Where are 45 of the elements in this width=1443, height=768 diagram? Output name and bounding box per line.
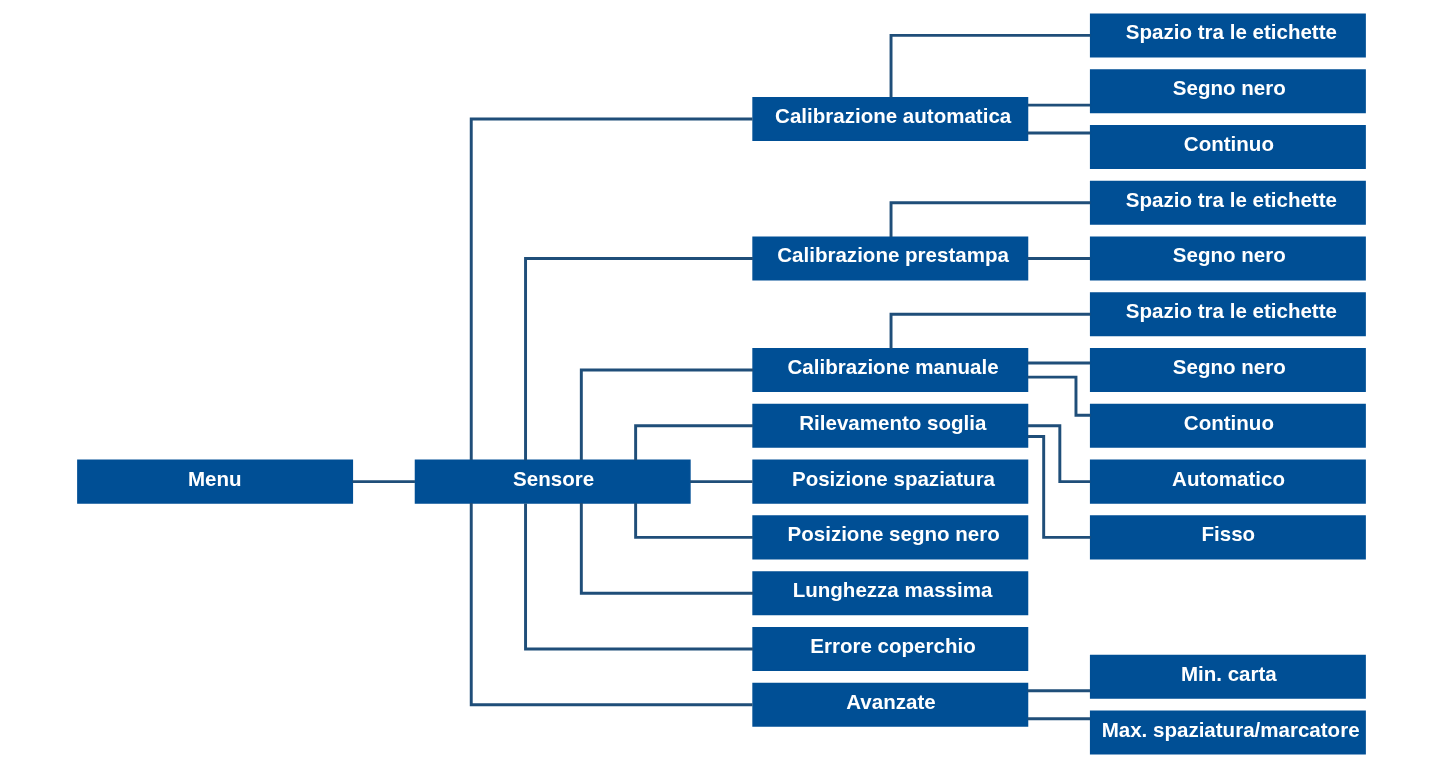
connector [579,503,753,595]
node-box: Calibrazione manuale [752,348,1029,393]
connector [634,424,753,461]
connector [889,201,1091,238]
connector [1027,435,1091,539]
connector [889,312,1091,349]
connector [352,480,415,484]
node-box: Rilevamento soglia [752,403,1029,448]
node-box: Spazio tra le etichette [1089,180,1366,225]
node-box: Automatico [1089,459,1366,504]
connector [524,503,753,651]
node-box: Calibrazione automatica [752,97,1029,142]
node-box: Continuo [1089,124,1366,169]
connector [1027,689,1091,693]
node-box: Posizione spaziatura [752,459,1029,504]
node-box: Spazio tra le etichette [1089,13,1366,58]
node-box: Max. spaziatura/marcatore [1089,710,1366,755]
connector [1027,257,1091,260]
connector [690,480,753,484]
node-box: Menu [77,459,354,504]
node-box: Lunghezza massima [752,571,1029,616]
connector [889,33,1091,98]
node-box: Avanzate [752,682,1029,727]
connector [469,503,753,707]
connector [634,503,753,539]
node-box: Posizione segno nero [752,515,1029,560]
node-box: Continuo [1089,403,1366,448]
connector [1027,361,1091,365]
connector [1027,103,1091,107]
connector [524,257,753,461]
connector [579,368,753,461]
connector [1027,424,1091,484]
node-box: Segno nero [1089,69,1366,114]
node-box: Sensore [414,459,691,504]
node-box: Segno nero [1089,236,1366,281]
node-box: Spazio tra le etichette [1089,292,1366,337]
node-box: Errore coperchio [752,626,1029,671]
node-box: Segno nero [1089,348,1366,393]
connector [1027,131,1091,135]
connector [469,117,753,460]
node-box: Calibrazione prestampa [752,236,1029,281]
node-box: Min. carta [1089,654,1366,699]
node-box: Fisso [1089,515,1366,560]
connector [1027,375,1091,417]
connector [1027,717,1091,721]
